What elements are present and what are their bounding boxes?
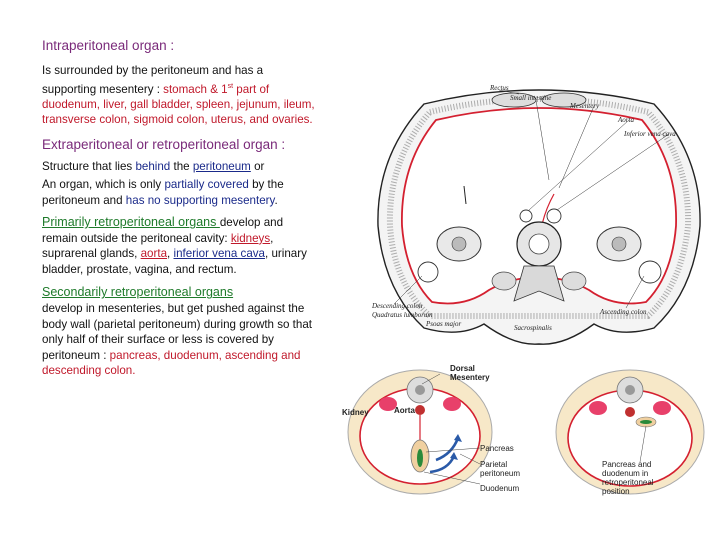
label-psoas-major: Psoas major — [426, 320, 462, 328]
label-descending-colon: Descending colon — [372, 302, 423, 310]
retroperitoneal-migration-drawing — [347, 369, 705, 495]
text-column: Intraperitoneal organ : Is surrounded by… — [42, 38, 317, 381]
intraperitoneal-heading: Intraperitoneal organ : — [42, 38, 175, 53]
secondary-retroperitoneal-body: develop in mesenteries, but get pushed a… — [42, 302, 313, 378]
label-duodenum: Duodenum — [480, 484, 520, 493]
label-pancreas: Pancreas — [480, 444, 514, 453]
label-mesentery: Mesentery — [570, 102, 600, 110]
extraperitoneal-heading: Extraperitoneal or retroperitoneal organ… — [42, 136, 286, 152]
retroperitoneal-migration-figure: Dorsal Mesentery Kidney Aorta Pancreas P… — [340, 360, 715, 500]
abdomen-cross-section-drawing — [377, 89, 701, 345]
label-inferior-vena-cava: Inferior vena cava — [624, 130, 676, 138]
label-parietal-peritoneum: Parietal peritoneum — [480, 460, 521, 478]
label-kidney: Kidney — [342, 408, 369, 417]
label-pancreas-duodenum-retroperitoneal: Pancreas and duodenum in retroperitoneal… — [602, 460, 654, 496]
abdomen-cross-section-figure: Rectus Small intestine Mesentery Aorta I… — [364, 76, 714, 351]
label-quadratus-lumborum: Quadratus lumborum — [372, 311, 433, 319]
primary-retroperitoneal-paragraph: Primarily retroperitoneal organs develop… — [42, 215, 307, 276]
label-rectus: Rectus — [490, 84, 509, 92]
extraperitoneal-line1: Structure that lies behind the peritoneu… — [42, 159, 265, 173]
intraperitoneal-body: Is surrounded by the peritoneum and has … — [42, 64, 315, 127]
extraperitoneal-line2: An organ, which is only partially covere… — [42, 178, 284, 207]
label-small-intestine: Small intestine — [510, 94, 552, 102]
secondary-retroperitoneal-heading: Secondarily retroperitoneal organs — [42, 285, 234, 300]
label-aorta-fig2: Aorta — [394, 406, 415, 415]
label-aorta-fig1: Aorta — [618, 116, 634, 124]
label-dorsal-mesentery: Dorsal Mesentery — [450, 364, 490, 382]
primary-retroperitoneal-heading: Primarily retroperitoneal organs — [42, 215, 220, 230]
label-ascending-colon: Ascending colon — [600, 308, 647, 316]
label-sacrospinalis: Sacrospinalis — [514, 324, 552, 332]
